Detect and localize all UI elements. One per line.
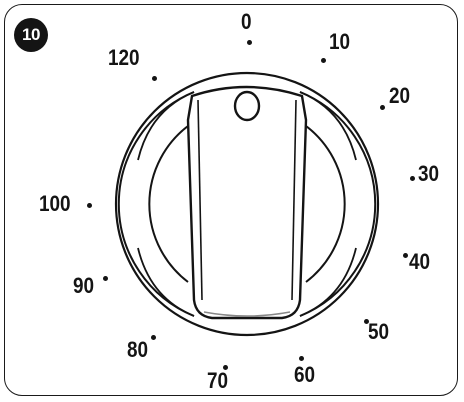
mark-40: 40: [409, 249, 431, 274]
knob-right-grip-edge: [299, 91, 357, 317]
knob-handle-bar: [186, 85, 308, 320]
mark-90: 90: [73, 273, 95, 298]
mark-10-dot: [321, 58, 326, 63]
step-number-badge: 10: [14, 18, 48, 52]
mark-20: 20: [389, 83, 411, 108]
mark-10: 10: [329, 29, 351, 54]
knob-right-grip-inner: [305, 125, 346, 283]
knob-indicator-icon: [233, 90, 261, 122]
mark-70: 70: [207, 368, 229, 393]
mark-80-dot: [151, 335, 156, 340]
mark-60-dot: [299, 356, 304, 361]
knob-handle-left-edge: [197, 99, 203, 301]
knob-handle-bottom-highlight: [203, 311, 291, 317]
mark-40-dot: [403, 253, 408, 258]
knob-left-grip-edge: [137, 91, 195, 317]
mark-30-dot: [410, 176, 415, 181]
mark-0-dot: [247, 40, 252, 45]
mark-100: 100: [39, 191, 71, 216]
mark-30: 30: [418, 161, 440, 186]
mark-50: 50: [368, 319, 390, 344]
mark-60: 60: [294, 362, 316, 387]
knob-handle-right-edge: [291, 99, 297, 301]
mark-0: 0: [241, 9, 252, 34]
mark-80: 80: [127, 337, 149, 362]
knob-right-grip-outer: [299, 91, 377, 317]
mark-50-dot: [364, 319, 369, 324]
mark-120: 120: [108, 45, 140, 70]
mark-120-dot: [152, 76, 157, 81]
knob-outer-ring: [114, 71, 380, 337]
mark-90-dot: [103, 276, 108, 281]
knob-left-grip-inner: [148, 125, 189, 283]
knob-left-grip-outer: [117, 91, 195, 317]
mark-20-dot: [380, 105, 385, 110]
mark-70-dot: [223, 365, 228, 370]
mark-100-dot: [87, 203, 92, 208]
